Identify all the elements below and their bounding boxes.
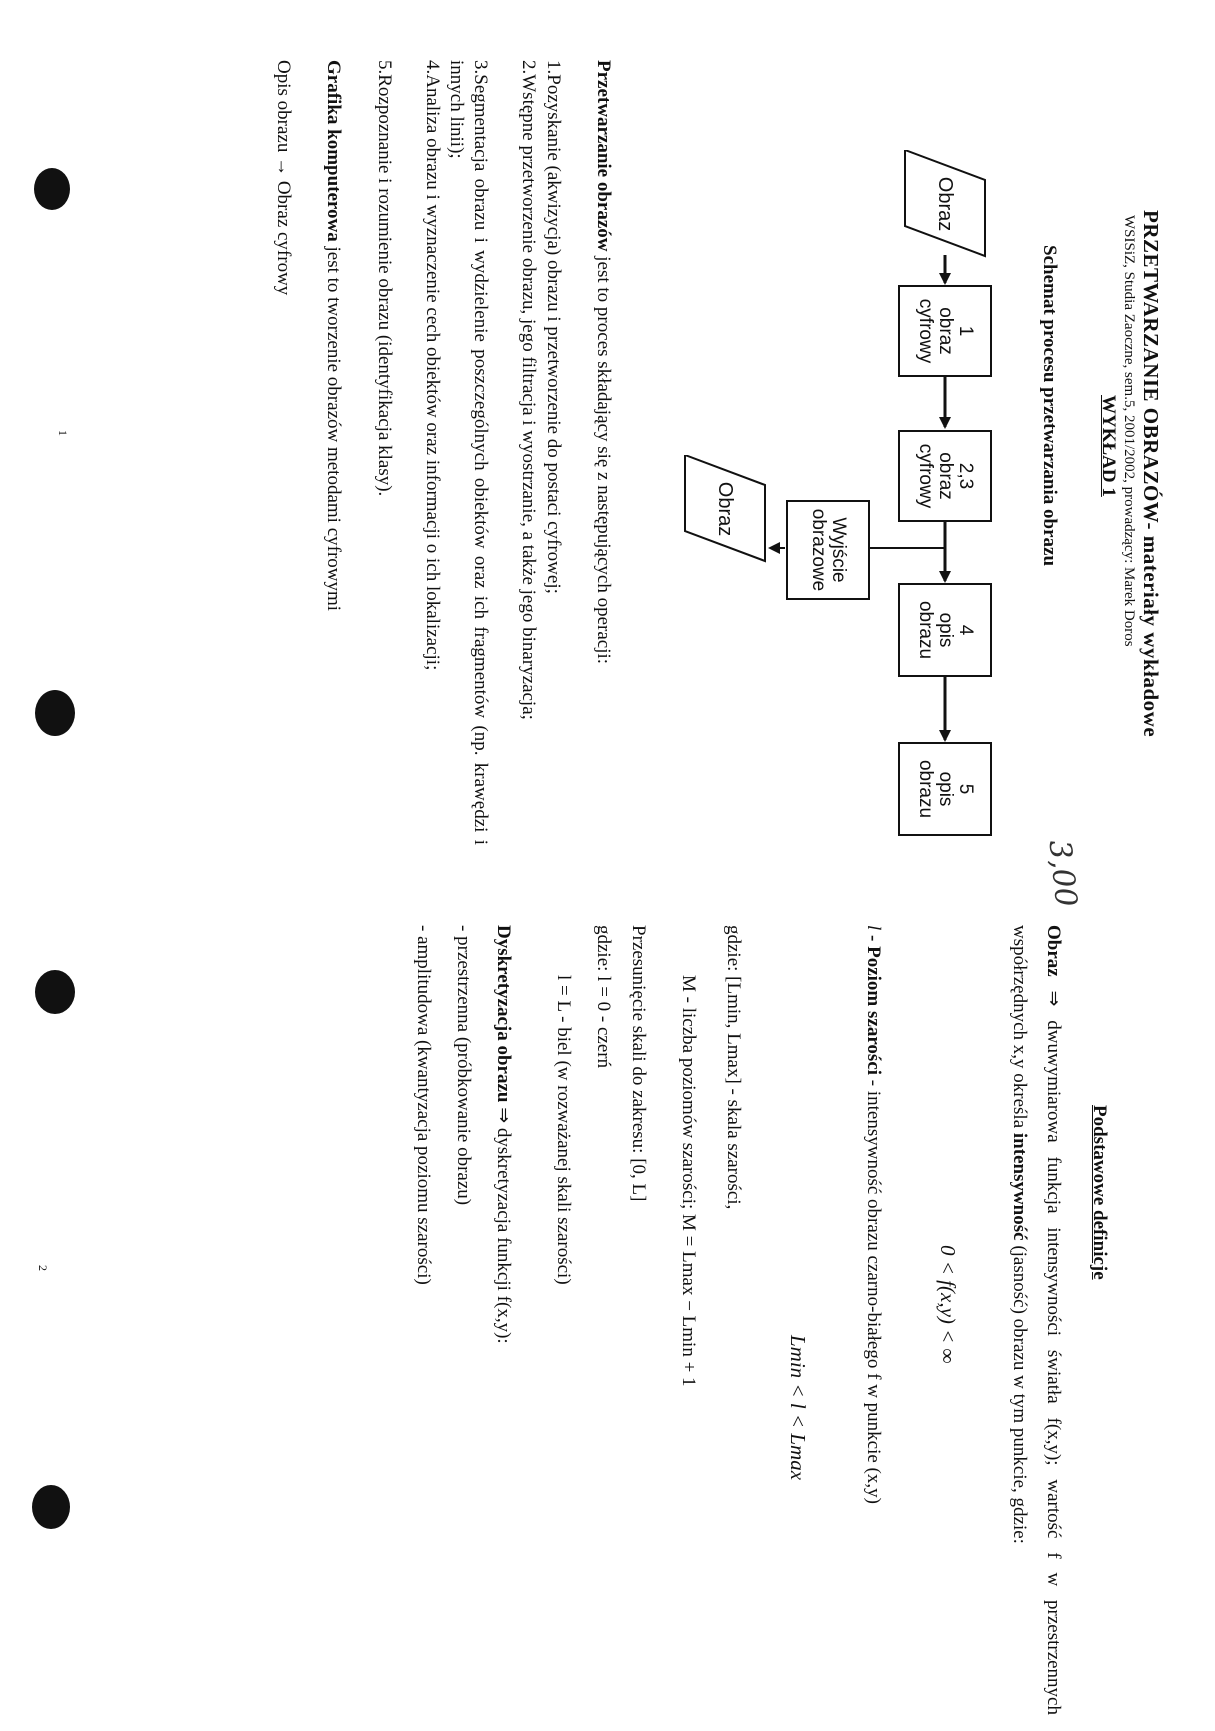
binder-hole-mark [34,168,70,210]
discretization-bold: Dyskretyzacja obrazu [493,925,514,1103]
discretization-text: ⇒ dyskretyzacja funkcji f(x,y): [493,1102,514,1344]
gray-scale-line: gdzie: [Lmin, Lmax] - skala szarości, [723,925,744,1210]
box1-line1: obraz [935,307,956,355]
box5-number: 5 [955,783,976,795]
obraz-bold: Obraz [1043,925,1064,977]
step-2: 2.Wstępne przetworzenie obrazu, jego fil… [518,60,539,720]
box4-line1: opis [935,612,956,648]
box5-line2: obrazu [915,759,936,819]
formula-l-range: Lmin < l < Lmax [786,1335,810,1481]
output-line1: Wyjście [828,517,849,583]
binder-hole-mark [35,690,75,736]
graphics-flow: Opis obrazu → Obraz cyfrowy [273,60,294,296]
discretization-definition: Dyskretyzacja obrazu ⇒ dyskretyzacja fun… [491,925,515,1344]
obraz-definition: Obraz ⇒ dwuwymiarowa funkcja intensywnoś… [1002,925,1070,1715]
output-image-label: Obraz [714,481,737,537]
discretization-amplitude: - amplitudowa (kwantyzacja poziomu szaro… [413,925,434,1285]
left-page: PRZETWARZANIE OBRAZÓW- materiały wykłado… [0,0,1215,865]
box5-line1: opis [935,771,956,807]
box23-number: 2,3 [955,462,976,490]
graphics-bold: Grafika komputerowa [323,60,344,242]
output-line2: obrazowe [808,508,829,592]
box1-number: 1 [955,325,976,337]
white-level-line: l = L - biel (w rozważanej skali szarośc… [553,975,574,1285]
gray-level-definition: l - Poziom szarości - intensywność obraz… [856,925,890,1715]
box4-line2: obrazu [915,600,936,660]
step-5: 5.Rozpoznanie i rozumienie obrazu (ident… [374,60,395,497]
processing-intro-rest: jest to proces składający się z następuj… [593,251,614,665]
input-image-label: Obraz [934,176,957,232]
scale-shift-line: Przesunięcie skali do zakresu: [0, L] [628,925,649,1202]
box-digital-image-1: 1 obraz cyfrowy [898,285,992,377]
page-number-right: 2 [36,1265,50,1271]
processing-intro: Przetwarzanie obrazów jest to proces skł… [591,60,615,845]
step-4: 4.Analiza obrazu i wyznaczenie cech obie… [422,60,443,671]
box4-number: 4 [955,624,976,636]
box-image-description-4: 4 opis obrazu [898,583,992,677]
box-image-output: Wyjście obrazowe [786,500,870,600]
formula-f-range: 0 < f(x,y) < ∞ [936,1245,960,1364]
definitions-heading: Podstawowe definicje [1089,1105,1110,1280]
box23-line1: obraz [935,452,956,500]
input-image-node: Obraz [903,150,987,258]
discretization-spatial: - przestrzenna (próbkowanie obrazu) [453,925,474,1206]
step-3: 3.Segmentacja obrazu i wydzielenie poszc… [446,60,491,845]
levels-count-line: M - liczba poziomów szarości; M = Lmax −… [678,975,699,1387]
graphics-definition: Grafika komputerowa jest to tworzenie ob… [321,60,345,845]
step-1: 1.Pozyskanie (akwizycja) obrazu i przetw… [543,60,564,594]
obraz-bold-2: intensywność [1009,1132,1030,1241]
box23-line2: cyfrowy [915,443,936,509]
processing-intro-bold: Przetwarzanie obrazów [593,60,614,252]
box-image-description-5: 5 opis obrazu [898,742,992,836]
box1-line2: cyfrowy [915,298,936,364]
graphics-rest: jest to tworzenie obrazów metodami cyfro… [323,241,344,612]
obraz-text-2: (jasność) obrazu w tym punkcie, gdzie: [1009,1240,1030,1544]
output-image-node: Obraz [683,455,767,563]
handwritten-grade: 3,00 [1041,838,1084,909]
box-digital-image-23: 2,3 obraz cyfrowy [898,430,992,522]
right-page: Podstawowe definicje Obraz ⇒ dwuwymiarow… [0,865,1215,1731]
gray-level-bold: - Poziom szarości [863,930,884,1076]
gray-level-text: - intensywność obrazu czarno-białego f w… [863,1075,884,1504]
black-level-line: gdzie: l = 0 - czerń [593,925,614,1069]
binder-hole-mark [32,1485,70,1529]
page-number-left: 1 [56,430,70,436]
binder-hole-mark [35,970,75,1014]
